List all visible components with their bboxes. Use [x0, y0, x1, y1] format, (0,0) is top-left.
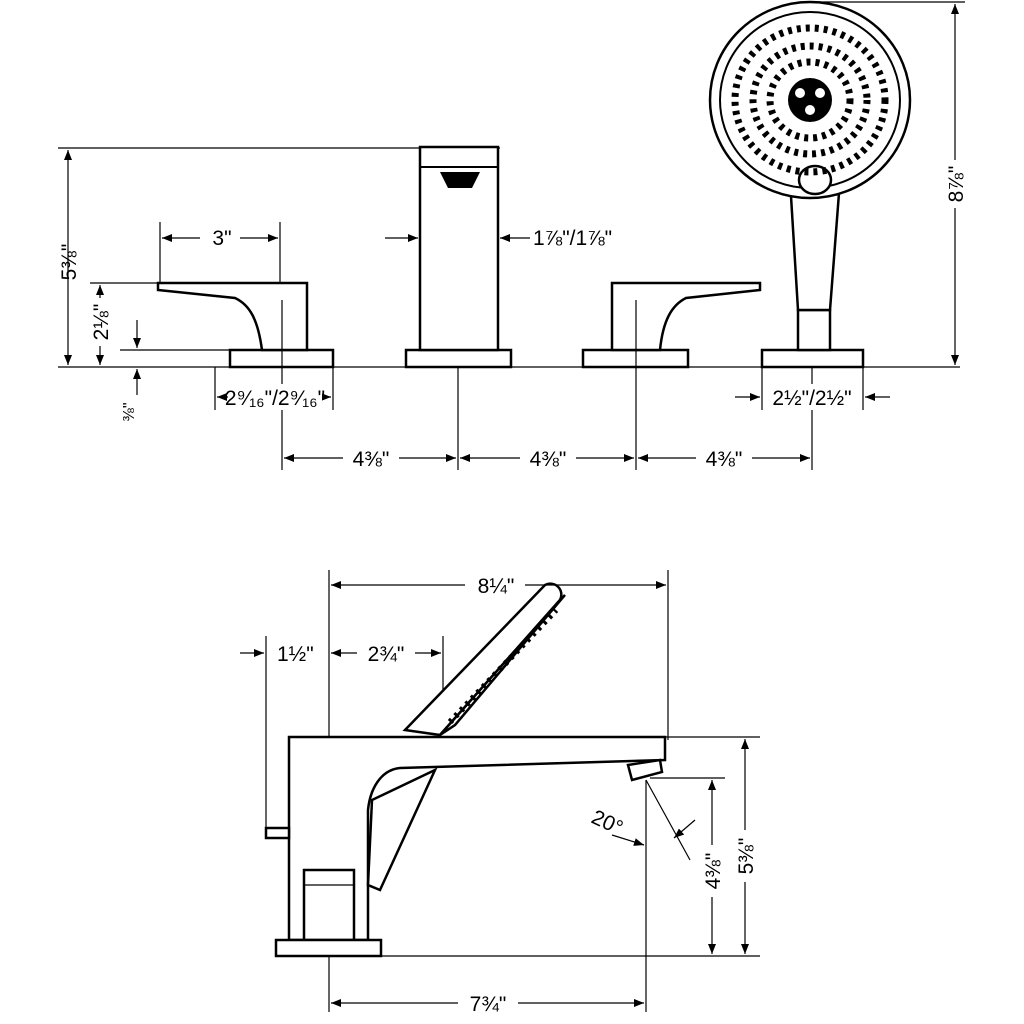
dim-outlet-height: 4⅜" — [702, 853, 725, 890]
dim-handle-length: 3" — [212, 227, 231, 250]
right-handle — [581, 281, 762, 369]
dim-shower-base: 2½"/2½" — [772, 387, 851, 410]
dim-base-height: ⅜" — [121, 402, 138, 421]
hand-shower-side — [402, 582, 566, 737]
side-view: 8¼" 1½" 2¾" 20° 4⅜" 5⅜" 7¾" — [240, 570, 760, 1016]
dim-shower-offset: 2¾" — [368, 643, 405, 666]
tub-spout-body — [264, 735, 667, 958]
dim-spacing-2: 4⅜" — [530, 448, 567, 471]
dim-overall-height: 5⅜" — [58, 244, 81, 281]
dim-handle-height: 2⅛" — [90, 304, 113, 341]
spout — [404, 145, 513, 369]
left-handle — [156, 281, 335, 369]
dim-overall-length: 8¼" — [478, 575, 515, 598]
hand-shower — [708, 0, 912, 369]
dim-handle-base: 2⁹⁄₁₆"/2⁹⁄₁₆" — [225, 387, 325, 410]
dim-spout-width: 1⅞"/1⅞" — [533, 227, 612, 250]
front-view: 5⅜" 3" 1⅞"/1⅞" 2⅛" ⅜" 2⁹⁄₁₆"/2⁹⁄₁₆" 4⅜" … — [58, 0, 968, 471]
dim-spacing-1: 4⅜" — [353, 448, 390, 471]
dim-lever-offset: 1½" — [277, 643, 314, 666]
dim-spacing-3: 4⅜" — [706, 448, 743, 471]
dim-shower-height: 8⅞" — [945, 166, 968, 203]
dim-spout-reach: 7¾" — [470, 993, 507, 1016]
dim-total-height: 5⅜" — [735, 838, 758, 875]
dim-angle: 20° — [588, 806, 627, 840]
